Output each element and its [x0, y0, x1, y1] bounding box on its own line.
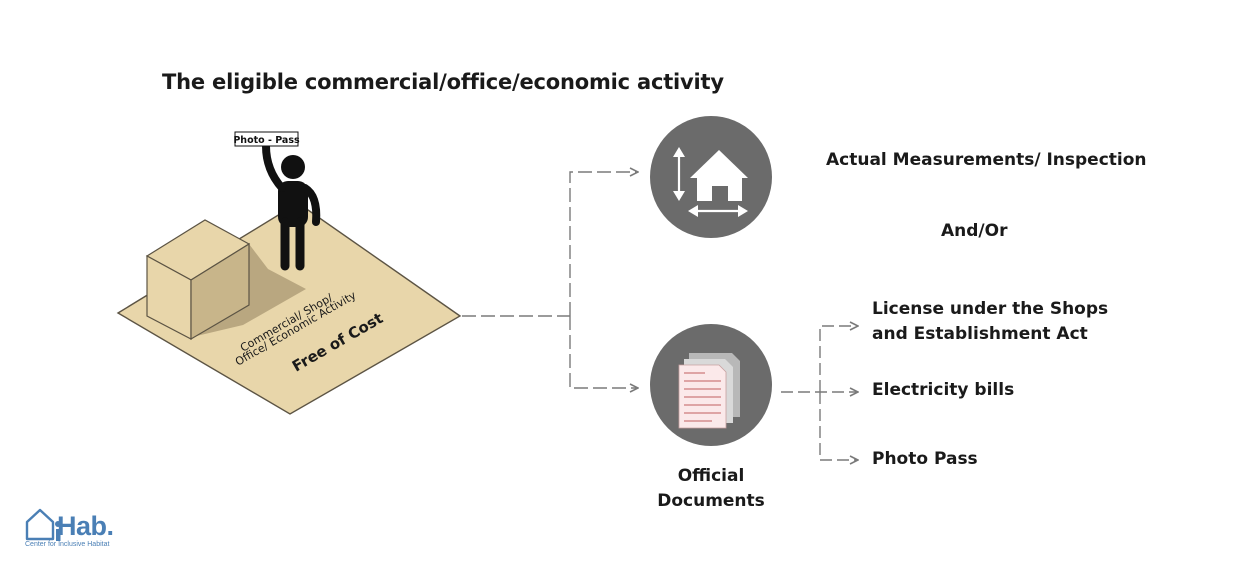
- plot-illustration: Commercial/ Shop/ Office/ Economic Activ…: [116, 202, 462, 415]
- person-icon: [262, 142, 321, 271]
- official-documents-label: Official Documents: [611, 464, 811, 514]
- plot-connectors: [462, 172, 638, 388]
- official-documents-line2: Documents: [657, 491, 765, 511]
- electricity-bills-item: Electricity bills: [872, 380, 1015, 400]
- documents-icon: [650, 324, 772, 446]
- photo-pass-badge: Photo - Pass: [233, 131, 300, 147]
- ihab-logo-tagline: Center for Inclusive Habitat: [25, 541, 110, 548]
- diagram-title: The eligible commercial/office/economic …: [162, 70, 724, 94]
- photo-pass-item: Photo Pass: [872, 449, 978, 469]
- license-line1: License under the Shops: [872, 299, 1109, 319]
- measurements-label: Actual Measurements/ Inspection: [826, 150, 1147, 170]
- license-item: License under the Shops and Establishmen…: [872, 297, 1108, 347]
- ihab-logo-icon: [25, 508, 61, 541]
- house-measure-icon: [650, 116, 772, 238]
- and-or-label: And/Or: [941, 221, 1008, 241]
- document-connectors: [781, 326, 858, 460]
- svg-text:Photo - Pass: Photo - Pass: [233, 135, 300, 146]
- ihab-logo-word: Hab.: [57, 511, 114, 541]
- building-side: [190, 242, 250, 341]
- building-shadow: [188, 244, 306, 338]
- license-line2: and Establishment Act: [872, 324, 1088, 344]
- official-documents-line1: Official: [677, 466, 745, 486]
